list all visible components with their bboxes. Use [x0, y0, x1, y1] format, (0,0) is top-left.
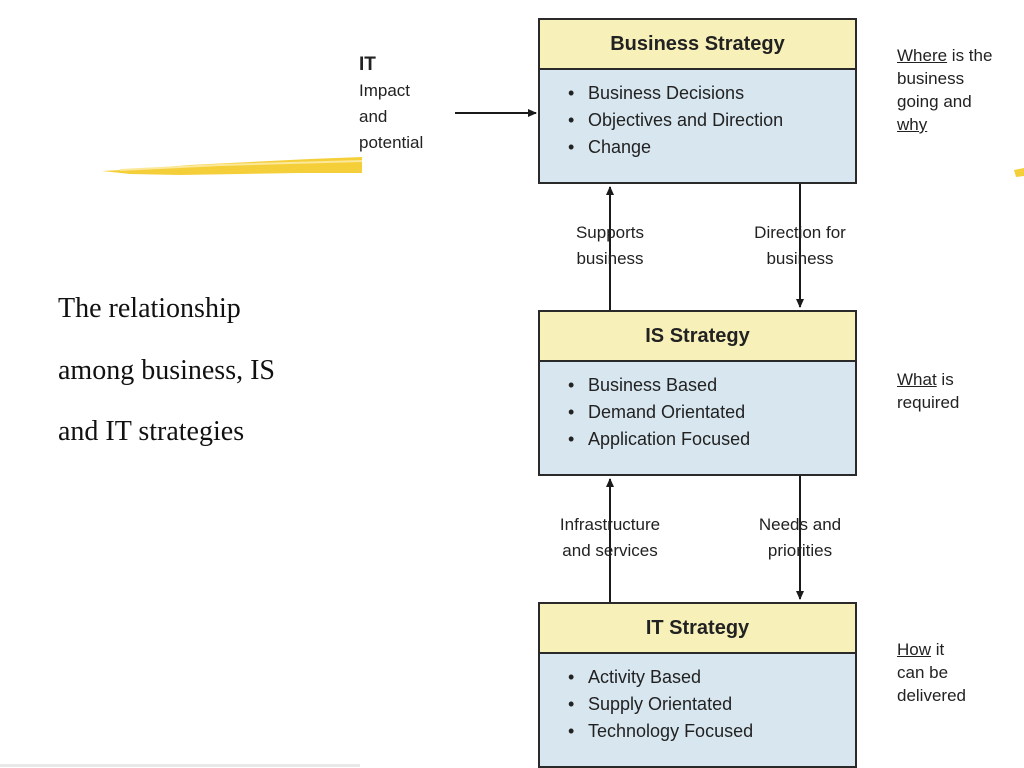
side-note-text: can be [897, 663, 949, 682]
connector-text: Supports [575, 223, 645, 242]
it-strategy-list: Activity Based Supply Orientated Technol… [540, 654, 855, 745]
side-note-key: How [897, 640, 932, 659]
it-input-line-3: potential [359, 133, 424, 152]
it-input-title: IT [359, 54, 376, 75]
caption-line-2: among business, IS [58, 354, 275, 386]
list-item: Demand Orientated [568, 399, 855, 426]
is-strategy-box: IS Strategy Business Based Demand Orient… [538, 310, 857, 476]
connector-label-infrastructure-services: Infrastructure and services [545, 512, 675, 564]
connector-text: and services [562, 541, 658, 560]
it-input-label: IT Impact and potential [359, 52, 423, 156]
side-note-text: is [936, 370, 954, 389]
side-note-text: why [897, 115, 928, 134]
list-item: Activity Based [568, 664, 855, 691]
it-strategy-box: IT Strategy Activity Based Supply Orient… [538, 602, 857, 768]
list-item: Change [568, 134, 855, 161]
it-input-line-2: and [359, 107, 388, 126]
list-item: Business Decisions [568, 80, 855, 107]
yellow-highlight-stroke [102, 157, 362, 175]
connector-text: business [576, 249, 644, 268]
connector-label-needs-priorities: Needs and priorities [740, 512, 860, 564]
list-item: Technology Focused [568, 718, 855, 745]
side-note-text: business [897, 69, 965, 88]
caption-line-1: The relationship [58, 293, 241, 324]
connector-text: Needs and [758, 515, 842, 534]
bottom-divider [0, 764, 360, 767]
connector-text: priorities [767, 541, 833, 560]
business-strategy-list: Business Decisions Objectives and Direct… [540, 70, 855, 161]
it-strategy-title: IT Strategy [540, 604, 855, 654]
slide-caption: The relationship among business, IS and … [58, 278, 358, 463]
connector-text: business [766, 249, 834, 268]
side-note-where: Where is the business going and why [897, 44, 992, 136]
side-note-key: Where [897, 46, 948, 65]
caption-line-3: and IT strategies [58, 416, 245, 447]
list-item: Business Based [568, 372, 855, 399]
side-note-text: it [931, 640, 945, 659]
side-note-text: going and [897, 92, 972, 111]
yellow-tick-mark [1014, 168, 1024, 177]
connector-label-supports-business: Supports business [560, 220, 660, 272]
is-strategy-list: Business Based Demand Orientated Applica… [540, 362, 855, 453]
connector-text: Direction for [754, 223, 846, 242]
business-strategy-title: Business Strategy [540, 20, 855, 70]
side-note-text: delivered [897, 686, 966, 705]
side-note-key: What [897, 370, 937, 389]
business-strategy-box: Business Strategy Business Decisions Obj… [538, 18, 857, 184]
side-note-text: required [897, 393, 960, 412]
side-note-what: What is required [897, 368, 959, 414]
is-strategy-title: IS Strategy [540, 312, 855, 362]
connector-label-direction-for-business: Direction for business [735, 220, 865, 272]
list-item: Objectives and Direction [568, 107, 855, 134]
it-input-line-1: Impact [359, 81, 411, 100]
list-item: Application Focused [568, 426, 855, 453]
connector-text: Infrastructure [559, 515, 661, 534]
side-note-how: How it can be delivered [897, 638, 966, 707]
list-item: Supply Orientated [568, 691, 855, 718]
side-note-text: is the [947, 46, 993, 65]
